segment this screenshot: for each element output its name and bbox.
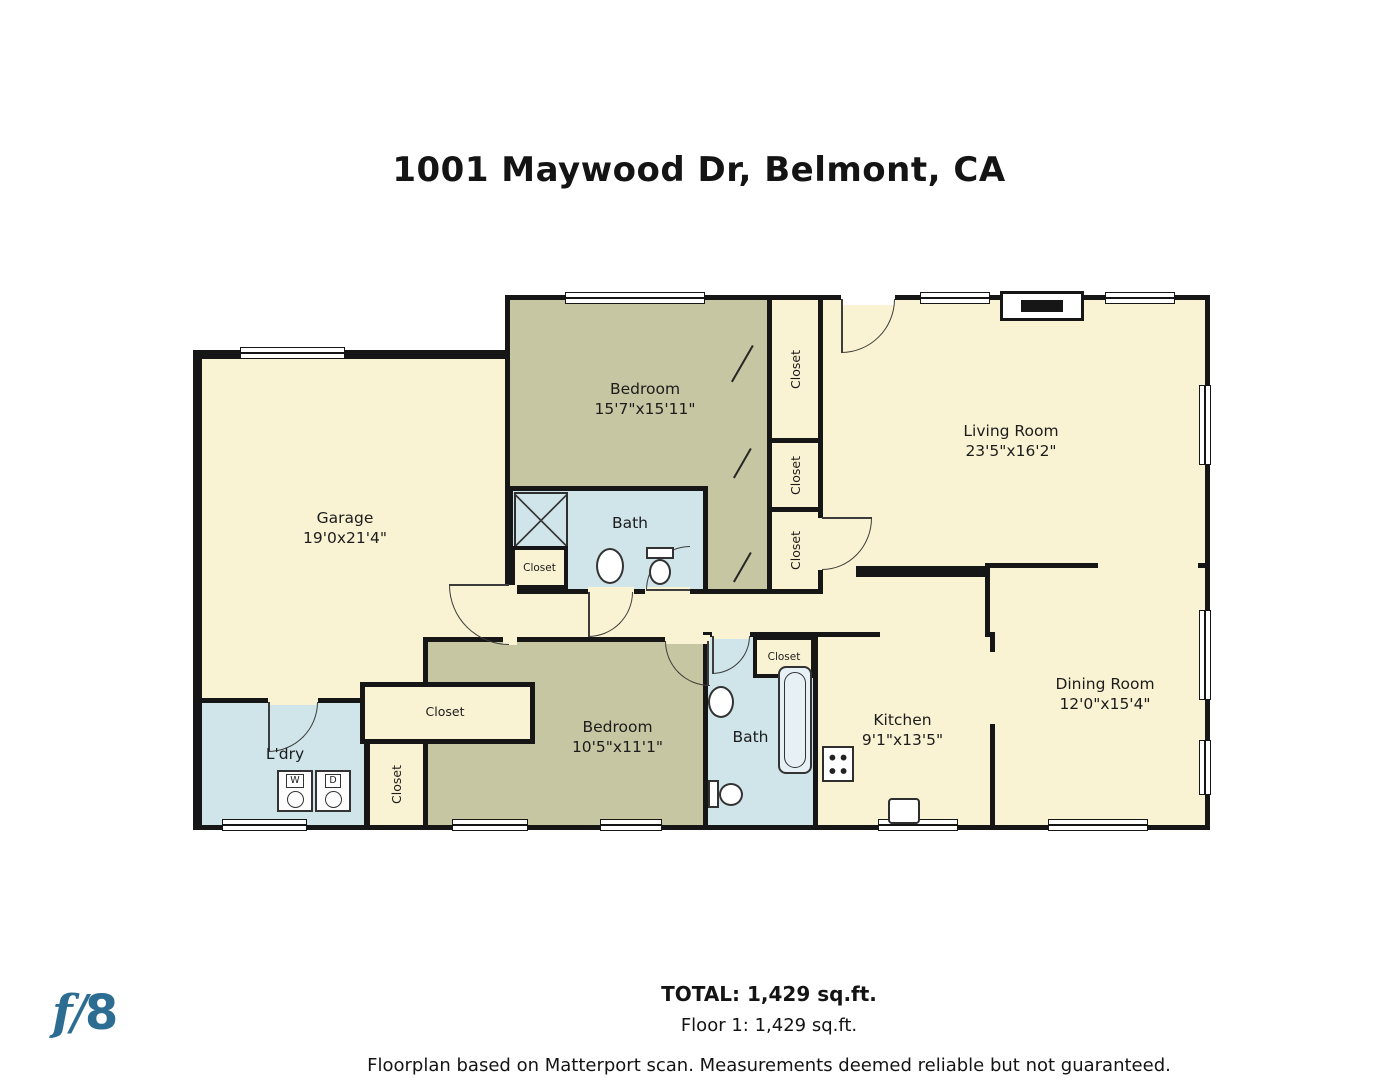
bedroom-top-door-leaf — [588, 592, 590, 637]
logo-8: 8 — [84, 985, 118, 1041]
bath-bottom-door-gap — [712, 631, 750, 639]
closet-label: Closet — [523, 561, 556, 574]
closet-hall-1: Closet — [767, 295, 823, 443]
closet-label: Closet — [787, 349, 803, 389]
room-name: Bedroom — [609, 380, 681, 398]
closet-label: Closet — [389, 765, 404, 804]
laundry-door-leaf — [268, 702, 270, 752]
floor-area-text: Floor 1: 1,429 sq.ft. — [680, 1015, 858, 1036]
washer-door — [286, 790, 304, 808]
bedroom-bottom-door-gap — [665, 635, 710, 644]
bath-bottom-door-leaf — [712, 636, 714, 674]
f8-logo: f/8 — [52, 985, 118, 1041]
fireplace-firebox — [1021, 300, 1063, 312]
bath-top-door-leaf — [646, 589, 690, 591]
window — [452, 819, 528, 831]
front-door-leaf — [841, 299, 843, 353]
disclaimer-text: Floorplan based on Matterport scan. Meas… — [367, 1055, 1171, 1076]
toilet-icon — [646, 547, 674, 559]
bedroom-top-door-gap — [588, 587, 634, 596]
room-living — [818, 295, 1210, 577]
footer: TOTAL: 1,429 sq.ft. Floor 1: 1,429 sq.ft… — [140, 982, 1398, 1076]
closet-hall — [360, 682, 535, 744]
opening-kitchen-dining — [984, 652, 997, 724]
wall-living-bottom — [856, 566, 1006, 577]
kitchen-sink-icon — [888, 798, 920, 824]
living-hall-door-gap — [816, 518, 826, 570]
toilet-bowl-icon — [649, 559, 671, 585]
room-label-bath-bottom: Bath — [703, 727, 798, 747]
closet-bedroom-bottom: Closet — [365, 739, 428, 830]
bath-top-door-gap — [645, 587, 690, 596]
page-title: 1001 Maywood Dr, Belmont, CA — [392, 150, 1006, 190]
closet-label: Closet — [767, 651, 801, 663]
room-dims: 19'0x21'4" — [303, 529, 387, 548]
opening-kitchen-top — [880, 630, 985, 639]
room-label-laundry: L'dry — [215, 744, 355, 764]
room-name: Garage — [316, 509, 374, 527]
room-name: Dining Room — [1055, 675, 1155, 693]
garage-door-leaf — [449, 584, 509, 586]
logo-slash: / — [70, 985, 87, 1041]
room-label-bedroom-bottom: Bedroom 10'5"x11'1" — [520, 717, 715, 758]
window — [1199, 385, 1211, 465]
room-name: Bath — [732, 728, 769, 746]
washer-icon: W — [277, 770, 313, 812]
room-dims: 12'0"x15'4" — [1059, 695, 1151, 714]
logo-f: f — [52, 985, 73, 1041]
room-label-bath-top: Bath — [585, 513, 675, 533]
room-dims: 23'5"x16'2" — [965, 442, 1057, 461]
room-kitchen — [810, 632, 995, 830]
closet-label: Closet — [787, 531, 803, 570]
dryer-icon: D — [315, 770, 351, 812]
window — [565, 292, 705, 304]
washer-label: W — [286, 774, 304, 788]
closet-hall-2: Closet — [767, 438, 823, 512]
window — [1048, 819, 1148, 831]
window — [1105, 292, 1175, 304]
opening-living-dining — [1098, 561, 1198, 570]
window — [222, 819, 307, 831]
window — [920, 292, 990, 304]
room-label-living: Living Room 23'5"x16'2" — [911, 421, 1111, 462]
room-label-kitchen: Kitchen 9'1"x13'5" — [815, 710, 990, 751]
shower-icon — [514, 492, 568, 549]
sink-icon — [708, 686, 734, 718]
room-dims: 10'5"x11'1" — [571, 738, 664, 757]
window — [600, 819, 662, 831]
room-name: Living Room — [963, 422, 1059, 440]
room-label-bedroom-top: Bedroom 15'7"x15'11" — [545, 379, 745, 420]
room-name: L'dry — [265, 745, 305, 763]
living-hall-door-leaf — [822, 517, 872, 519]
bedroom-bottom-door-leaf — [707, 641, 709, 686]
fireplace-icon — [1000, 291, 1084, 321]
closet-bath-top: Closet — [511, 546, 568, 589]
toilet-icon — [708, 780, 719, 808]
dryer-door — [324, 790, 342, 808]
room-name: Kitchen — [873, 711, 932, 729]
stove-icon — [822, 746, 854, 782]
closet-hall-label: Closet — [425, 704, 465, 719]
window — [240, 347, 345, 359]
window — [1199, 610, 1211, 700]
total-area-text: TOTAL: 1,429 sq.ft. — [661, 982, 877, 1006]
bathtub-basin — [784, 672, 806, 768]
closet-label: Closet — [787, 455, 803, 495]
room-label-dining: Dining Room 12'0"x15'4" — [1005, 674, 1205, 715]
closet-hall-3: Closet — [767, 507, 823, 594]
room-name: Bedroom — [582, 718, 653, 736]
room-label-garage: Garage 19'0x21'4" — [245, 508, 445, 549]
room-name: Bath — [611, 514, 649, 532]
window — [1199, 740, 1211, 795]
laundry-door-gap — [268, 696, 318, 705]
room-dims: 9'1"x13'5" — [861, 731, 944, 750]
room-dims: 15'7"x15'11" — [594, 400, 696, 419]
toilet-bowl-icon — [719, 783, 743, 806]
dryer-label: D — [325, 774, 341, 788]
sink-icon — [596, 548, 624, 584]
